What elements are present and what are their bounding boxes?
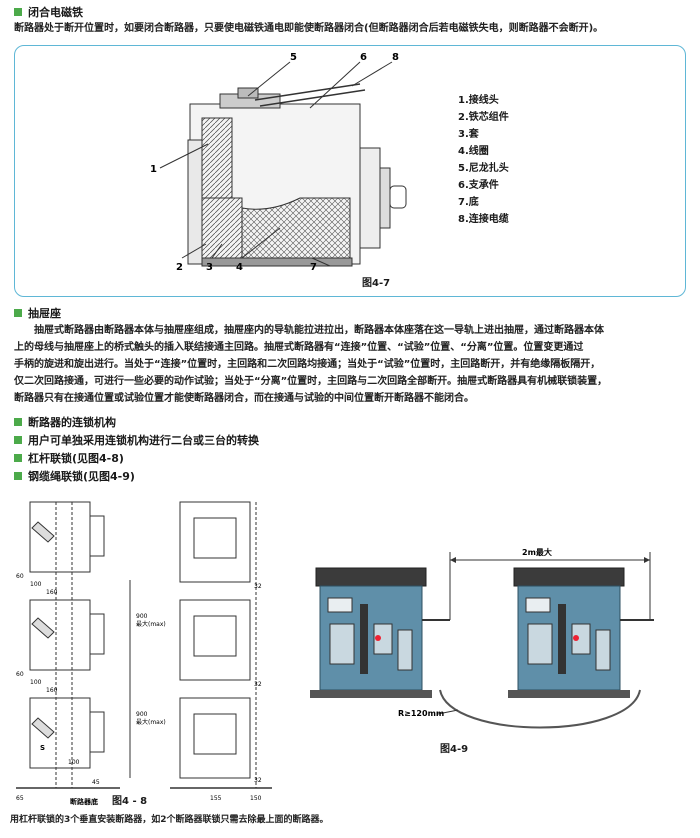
legend-item: 3.套 xyxy=(458,129,479,140)
figure-caption: 图4 - 8 xyxy=(112,796,148,807)
bullet-item: 杠杆联锁(见图4-8) xyxy=(14,450,124,466)
dim-label: 900 xyxy=(136,613,148,620)
paragraph-line: 上的母线与抽屉座上的桥式触头的插入联结接通主回路。抽屉式断路器有“连接”位置、“… xyxy=(14,342,584,353)
figure-caption: 图4-9 xyxy=(440,744,469,755)
dim-label: 160 xyxy=(46,687,58,694)
callout-6: 6 xyxy=(360,52,367,63)
footer-note: 用杠杆联锁的3个垂直安装断路器，如2个断路器联锁只需去除最上面的断路器。 xyxy=(10,815,329,825)
callout-1: 1 xyxy=(150,164,157,175)
dim-label: 32 xyxy=(254,583,262,590)
dim-label: 160 xyxy=(46,589,58,596)
callout-5: 5 xyxy=(290,52,297,63)
legend-item: 6.支承件 xyxy=(458,180,499,191)
callout-3: 3 xyxy=(206,262,213,273)
figure-4-7-frame xyxy=(14,45,686,297)
dim-label: 65 xyxy=(16,795,24,802)
dim-label: 最大(max) xyxy=(136,620,166,628)
figure-caption: 图4-7 xyxy=(362,278,391,289)
section1-description: 断路器处于断开位置时，如要闭合断路器，只要使电磁铁通电即能使断路器闭合(但断路器… xyxy=(14,23,604,34)
callout-4: 4 xyxy=(236,262,243,273)
square-bullet-icon xyxy=(14,472,22,480)
section2-paragraph: 抽屉式断路器由断路器本体与抽屉座组成，抽屉座内的导轨能拉进拉出，断路器本体座落在… xyxy=(14,322,694,407)
section-title: 闭合电磁铁 xyxy=(28,6,83,19)
bullet-item: 用户可单独采用连锁机构进行二台或三台的转换 xyxy=(14,432,259,448)
dim-label: 150 xyxy=(250,795,262,802)
callout-2: 2 xyxy=(176,262,183,273)
dim-label: 100 xyxy=(30,679,42,686)
legend-item: 7.底 xyxy=(458,197,479,208)
paragraph-line: 抽屉式断路器由断路器本体与抽屉座组成，抽屉座内的导轨能拉进拉出，断路器本体座落在… xyxy=(34,325,604,336)
bullet-item: 钢缆绳联锁(见图4-9) xyxy=(14,468,135,484)
bullet-item: 断路器的连锁机构 xyxy=(14,414,116,430)
paragraph-line: 手柄的旋进和旋出进行。当处于“连接”位置时，主回路和二次回路均接通；当处于“试验… xyxy=(14,359,601,370)
dim-label: 60 xyxy=(16,671,24,678)
square-bullet-icon xyxy=(14,436,22,444)
dim-label: 155 xyxy=(210,795,222,802)
legend-item: 5.尼龙扎头 xyxy=(458,163,509,174)
dim-label: S xyxy=(40,744,45,752)
square-bullet-icon xyxy=(14,418,22,426)
span-label: 2m最大 xyxy=(522,547,552,557)
legend-item: 4.线圈 xyxy=(458,146,489,157)
dim-label: 900 xyxy=(136,711,148,718)
radius-label: R≥120mm xyxy=(398,709,444,718)
lever-interlock-diagram: 60 100 160 900 最大(max) 60 100 160 900 最大… xyxy=(16,501,272,806)
paragraph-line: 仅二次回路接通，可进行一些必要的动作试验；当处于“分离”位置时，主回路与二次回路… xyxy=(14,376,608,387)
dim-label: 100 xyxy=(30,581,42,588)
dim-label: 最大(max) xyxy=(136,718,166,726)
square-bullet-icon xyxy=(14,8,22,16)
dim-label: 32 xyxy=(254,681,262,688)
cable-interlock-diagram: 2m最大 R≥120mm xyxy=(310,547,654,729)
electromagnet-diagram: 5 6 8 1 2 3 4 7 xyxy=(150,52,407,273)
section-闭合电磁铁-heading: 闭合电磁铁 xyxy=(14,4,83,20)
square-bullet-icon xyxy=(14,309,22,317)
section-抽屉座-heading: 抽屉座 xyxy=(14,305,61,321)
callout-7: 7 xyxy=(310,262,317,273)
dim-label: 45 xyxy=(92,779,100,786)
section-title: 抽屉座 xyxy=(28,307,61,320)
parts-legend: 1.接线头 2.铁芯组件 3.套 4.线圈 5.尼龙扎头 6.支承件 7.底 8… xyxy=(458,92,509,228)
bottom-label: 断路器底 xyxy=(70,797,98,806)
legend-item: 8.连接电缆 xyxy=(458,214,509,225)
square-bullet-icon xyxy=(14,454,22,462)
dim-label: 60 xyxy=(16,573,24,580)
dim-label: 100 xyxy=(68,759,80,766)
legend-item: 1.接线头 xyxy=(458,95,499,106)
dim-label: 32 xyxy=(254,777,262,784)
callout-8: 8 xyxy=(392,52,399,63)
legend-item: 2.铁芯组件 xyxy=(458,112,509,123)
paragraph-line: 断路器只有在接通位置或试验位置才能使断路器闭合，而在接通与试验的中间位置断开断路… xyxy=(14,393,474,404)
